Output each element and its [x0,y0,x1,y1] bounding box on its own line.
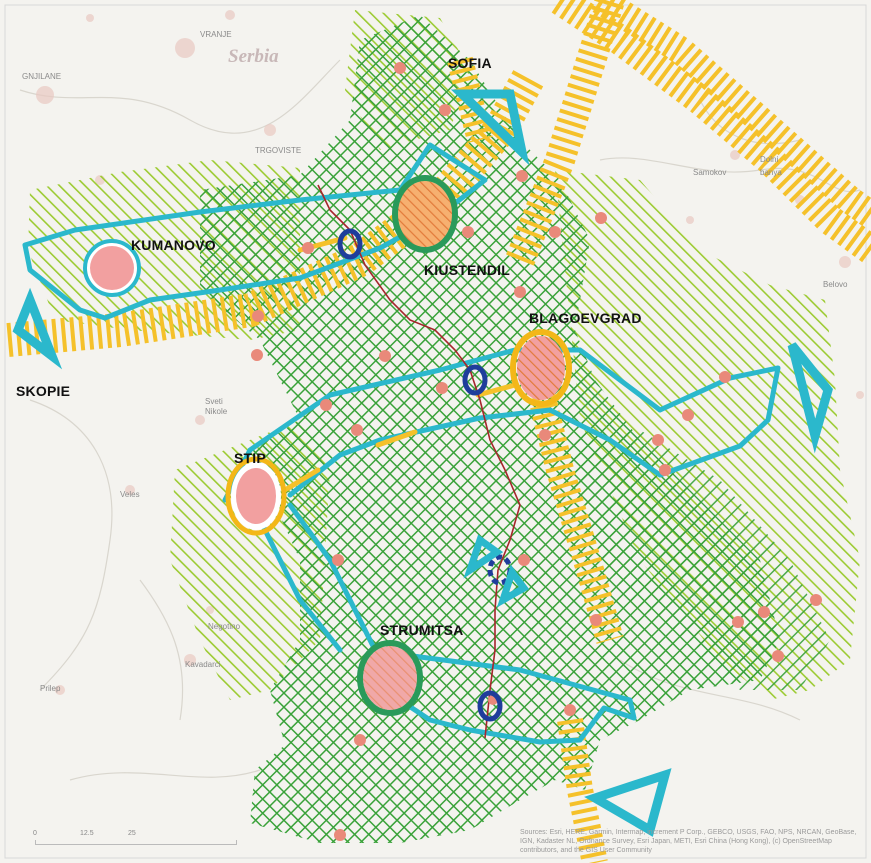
place-trgoviste: TRGOVISTE [255,146,302,155]
city-strumitsa-marker [357,640,423,716]
place-vranje: VRANJE [200,30,232,39]
corridor-strumitsa-east [367,652,637,745]
city-label-strumitsa: STRUMITSA [380,622,464,638]
scale-label-25: 25 [128,830,136,837]
city-blagoevgrad-marker [510,329,572,407]
city-kumanovo-marker [83,239,141,297]
direction-arrows [12,89,833,837]
axis-bands [6,0,871,863]
place-samokov: Samokov [693,168,727,177]
place-nikole: Nikole [205,407,228,416]
city-label-sofia: SOFIA [448,55,492,71]
green-zone-east-diagonal [560,430,830,690]
country-label-serbia: Serbia [228,46,279,67]
city-kiustendil-marker [392,175,458,253]
axis-northeast [551,0,871,263]
corridor-stip-blagoevgrad [222,347,781,503]
town-dots [251,62,822,841]
scale-bar [35,840,237,845]
corridor-stip-strumitsa [287,502,378,653]
crossing-node-north [337,228,363,260]
place-banya: banya [760,168,782,177]
scale-label-12: 12.5 [80,830,94,837]
place-veles: Veles [120,490,140,499]
axis-north [506,0,625,266]
axis-south-lower [557,718,608,863]
axis-south [521,366,624,644]
city-label-kiustendil: KIUSTENDIL [424,262,510,278]
arrow-sofia-icon [450,89,530,166]
corridor-stip-south-link [257,517,343,653]
scale-label-0: 0 [33,830,37,837]
arrow-skopie-icon [12,287,63,370]
map-attribution: Sources: Esri, HERE, Garmin, Intermap, i… [520,829,857,854]
state-border [317,184,521,739]
place-belovo: Belovo [823,280,848,289]
crossing-node-middle [462,364,488,396]
place-sveti: Sveti [205,397,223,406]
city-label-stip: STIP [234,450,266,466]
crossing-node-south [477,690,503,722]
city-label-blagoevgrad: BLAGOEVGRAD [529,310,642,326]
place-negotino: Negotino [208,622,241,631]
axis-northeast-2 [592,0,871,227]
arrow-east-icon [787,342,833,454]
place-dolni: Dolni [760,155,779,164]
place-gnjilane: GNJILANE [22,72,62,81]
city-label-skopie: SKOPIE [16,383,71,399]
place-prilep: Prilep [40,684,61,693]
city-stip-marker [225,456,287,536]
green-zone-main [200,15,780,843]
arrow-south-icon [584,768,672,837]
bidirectional-arrow-icon [463,534,530,608]
city-label-kumanovo: KUMANOVO [131,237,216,253]
place-kavadarci: Kavadarci [185,660,221,669]
